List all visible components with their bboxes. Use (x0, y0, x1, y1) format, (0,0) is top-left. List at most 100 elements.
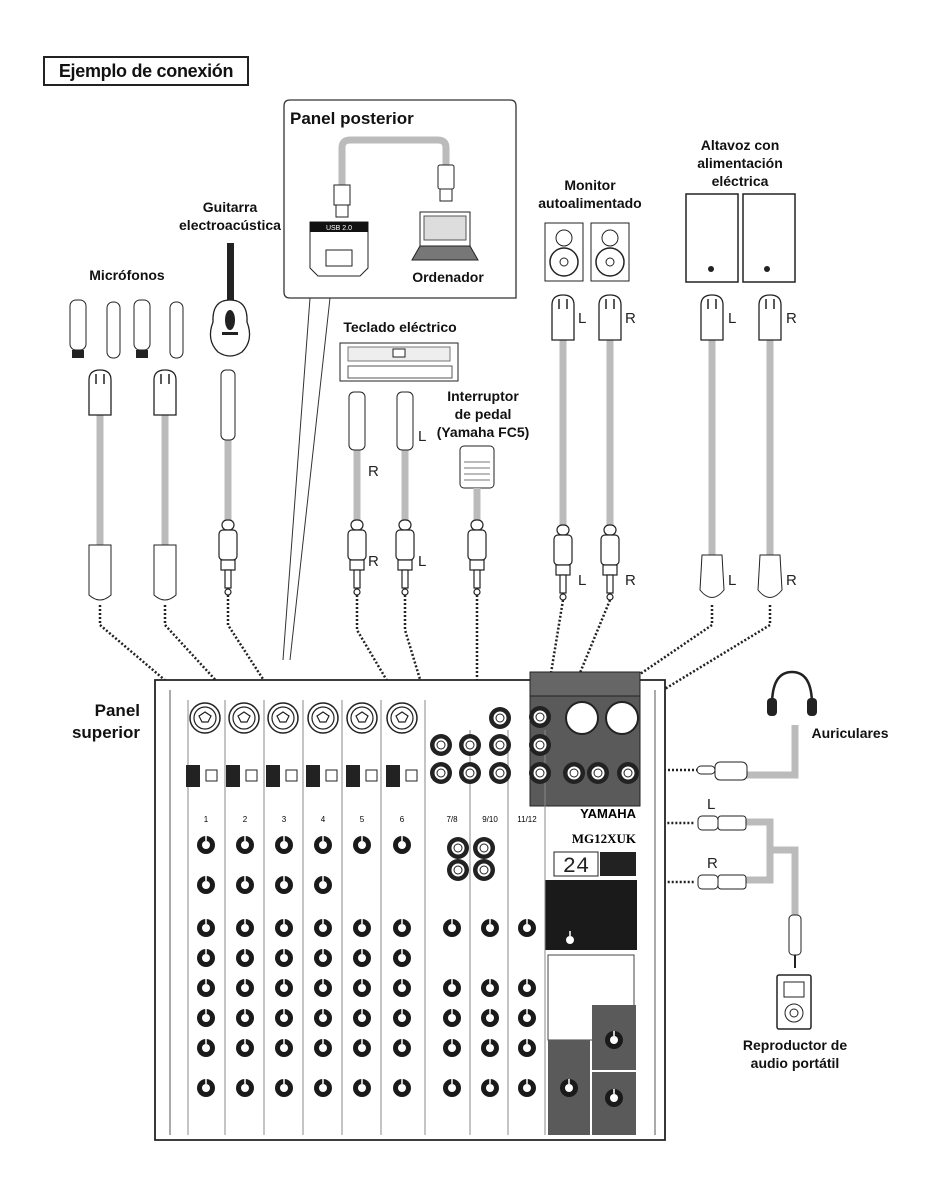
knob (196, 918, 216, 938)
brand-logo: YAMAHA (580, 806, 636, 821)
knob (442, 1008, 462, 1028)
knob (235, 835, 255, 855)
mixer-labels: YAMAHA MG12XUK 24 (563, 806, 637, 879)
knob (480, 918, 500, 938)
left-channel-marker: L (578, 310, 587, 327)
knob (392, 948, 412, 968)
xlr-male-plug (700, 294, 724, 341)
guitar-label-line2: electroacústica (179, 217, 281, 233)
phone-plug (218, 519, 238, 596)
top-panel-label: Panel superior (60, 700, 140, 744)
speaker-label-line1: Altavoz con (700, 137, 780, 153)
powered-speaker-icons (685, 193, 796, 283)
knob (517, 1008, 537, 1028)
left-channel-marker: L (418, 553, 427, 570)
right-channel-marker: R (786, 572, 797, 589)
phone-plug (220, 369, 414, 451)
diagram-title: Ejemplo de conexión (43, 56, 249, 86)
channel-number: 5 (360, 815, 365, 824)
knob (196, 1078, 216, 1098)
speaker-label-line3: eléctrica (711, 173, 769, 189)
footswitch-label-line1: Interruptor (447, 388, 519, 404)
channel-number: 7/8 (446, 815, 458, 824)
knob (604, 1088, 624, 1108)
right-channel-marker: R (625, 572, 636, 589)
left-channel-marker: L (707, 796, 716, 813)
left-channel-marker: L (728, 572, 737, 589)
xlr-female-plug (153, 369, 177, 416)
model-name: MG12XUK (572, 831, 637, 846)
channel-number: 3 (282, 815, 287, 824)
knob (235, 875, 255, 895)
knob (313, 918, 333, 938)
knob (352, 1008, 372, 1028)
knob (313, 875, 333, 895)
headphone-plug (696, 761, 748, 781)
player-label-line1: Reproductor de (742, 1037, 848, 1053)
player-label-line2: audio portátil (750, 1055, 840, 1071)
studio-monitor-icons (544, 222, 630, 282)
usb-b-plug (333, 184, 351, 206)
knob (274, 948, 294, 968)
knob (235, 948, 255, 968)
guitar-label: Guitarra electroacústica (170, 198, 290, 234)
phone-plug (467, 519, 487, 596)
usb-a-plug (437, 164, 455, 190)
knob (480, 1038, 500, 1058)
knob (274, 1038, 294, 1058)
mixer-console (154, 671, 666, 1141)
channel-number: 11/12 (517, 815, 537, 824)
knob (480, 1078, 500, 1098)
knob (392, 918, 412, 938)
knob (352, 978, 372, 998)
fx-display-value: 24 (563, 854, 589, 879)
knob (392, 1008, 412, 1028)
knob (196, 1038, 216, 1058)
knob (559, 1078, 579, 1098)
microphones-label: Micrófonos (89, 267, 165, 283)
headphones-label: Auriculares (811, 725, 889, 741)
knob (235, 1078, 255, 1098)
rca-plug (697, 815, 747, 890)
guitar-label-line1: Guitarra (202, 199, 258, 215)
top-panel-label-line2: superior (71, 723, 140, 742)
xlr-male-plug-lower (88, 544, 177, 601)
knob (196, 1008, 216, 1028)
knob (392, 978, 412, 998)
right-channel-marker: R (625, 310, 636, 327)
microphone-icons (69, 299, 184, 359)
xlr-male-plug (598, 294, 622, 341)
callout-pointer-line (282, 297, 311, 661)
knob (274, 835, 294, 855)
knob (235, 978, 255, 998)
cables (96, 340, 799, 915)
knob (352, 1078, 372, 1098)
mic-line-switches (186, 765, 418, 787)
rear-panel-title: Panel posterior (290, 109, 414, 128)
knob (196, 978, 216, 998)
knob (560, 930, 580, 950)
knob (313, 835, 333, 855)
knob (392, 835, 412, 855)
keyboard-label: Teclado eléctrico (343, 319, 457, 335)
channel-dividers (187, 700, 546, 1135)
usb-cable (338, 136, 450, 190)
knob (274, 1008, 294, 1028)
knob (352, 835, 372, 855)
headphones-icon (767, 670, 817, 716)
knob (235, 1008, 255, 1028)
knob (352, 948, 372, 968)
left-channel-marker: L (418, 428, 427, 445)
top-panel-label-line1: Panel (94, 701, 140, 720)
portable-player-icon (776, 974, 812, 1030)
knob (480, 978, 500, 998)
phone-plug (395, 519, 415, 596)
knob (517, 978, 537, 998)
knob (392, 1078, 412, 1098)
knob (517, 1038, 537, 1058)
knob (313, 1078, 333, 1098)
phone-plug (553, 524, 573, 601)
knob (442, 1038, 462, 1058)
